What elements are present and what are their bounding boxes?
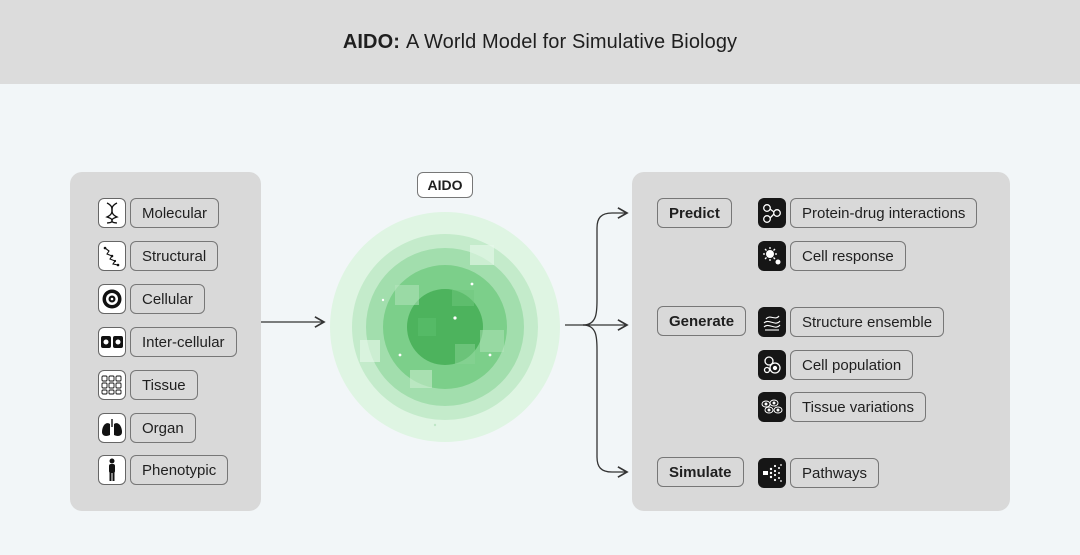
input-label: Cellular	[130, 284, 205, 314]
output-label: Pathways	[790, 458, 880, 488]
action-generate: Generate	[657, 306, 747, 336]
cell-pair-icon	[98, 327, 126, 357]
input-item-molecular: Molecular	[98, 197, 220, 229]
particle-spread-icon	[758, 458, 786, 488]
tissue-layers-icon	[758, 392, 786, 422]
network-nodes-icon	[758, 198, 786, 228]
ribbon-structure-icon	[758, 307, 786, 337]
output-item-pathways: Pathways	[758, 457, 880, 489]
action-predict: Predict	[657, 198, 732, 228]
lungs-icon	[98, 413, 126, 443]
title-bar: AIDO: A World Model for Simulative Biolo…	[0, 0, 1080, 84]
input-item-structural: Structural	[98, 240, 219, 272]
input-label: Organ	[130, 413, 196, 443]
cell-cluster-icon	[758, 350, 786, 380]
output-label: Cell population	[790, 350, 914, 380]
action-simulate: Simulate	[657, 457, 744, 487]
input-item-tissue: Tissue	[98, 369, 198, 401]
input-label: Phenotypic	[130, 455, 229, 485]
title-bold: AIDO:	[342, 30, 400, 53]
virus-gear-icon	[758, 241, 786, 271]
input-item-organ: Organ	[98, 412, 196, 444]
output-item-tissue-variations: Tissue variations	[758, 391, 926, 423]
input-item-inter-cellular: Inter-cellular	[98, 326, 237, 358]
output-item-cell-response: Cell response	[758, 240, 906, 272]
output-item-structure-ensemble: Structure ensemble	[758, 306, 945, 338]
input-item-cellular: Cellular	[98, 283, 205, 315]
input-label: Tissue	[130, 370, 198, 400]
input-label: Molecular	[130, 198, 220, 228]
output-item-cell-population: Cell population	[758, 349, 914, 381]
cell-icon	[98, 284, 126, 314]
protein-structure-icon	[98, 241, 126, 271]
output-label: Structure ensemble	[790, 307, 945, 337]
human-figure-icon	[98, 455, 126, 485]
input-item-phenotypic: Phenotypic	[98, 454, 229, 486]
branch-connector	[565, 207, 629, 478]
aido-label: AIDO	[417, 172, 473, 198]
tissue-grid-icon	[98, 370, 126, 400]
aido-model-sphere	[330, 212, 560, 442]
input-label: Inter-cellular	[130, 327, 237, 357]
dna-icon	[98, 198, 126, 228]
output-item-protein-drug: Protein-drug interactions	[758, 197, 978, 229]
output-label: Tissue variations	[790, 392, 926, 422]
output-capabilities-panel	[632, 172, 1010, 511]
title-text: A World Model for Simulative Biology	[406, 30, 738, 53]
input-label: Structural	[130, 241, 219, 271]
output-label: Cell response	[790, 241, 906, 271]
output-label: Protein-drug interactions	[790, 198, 978, 228]
